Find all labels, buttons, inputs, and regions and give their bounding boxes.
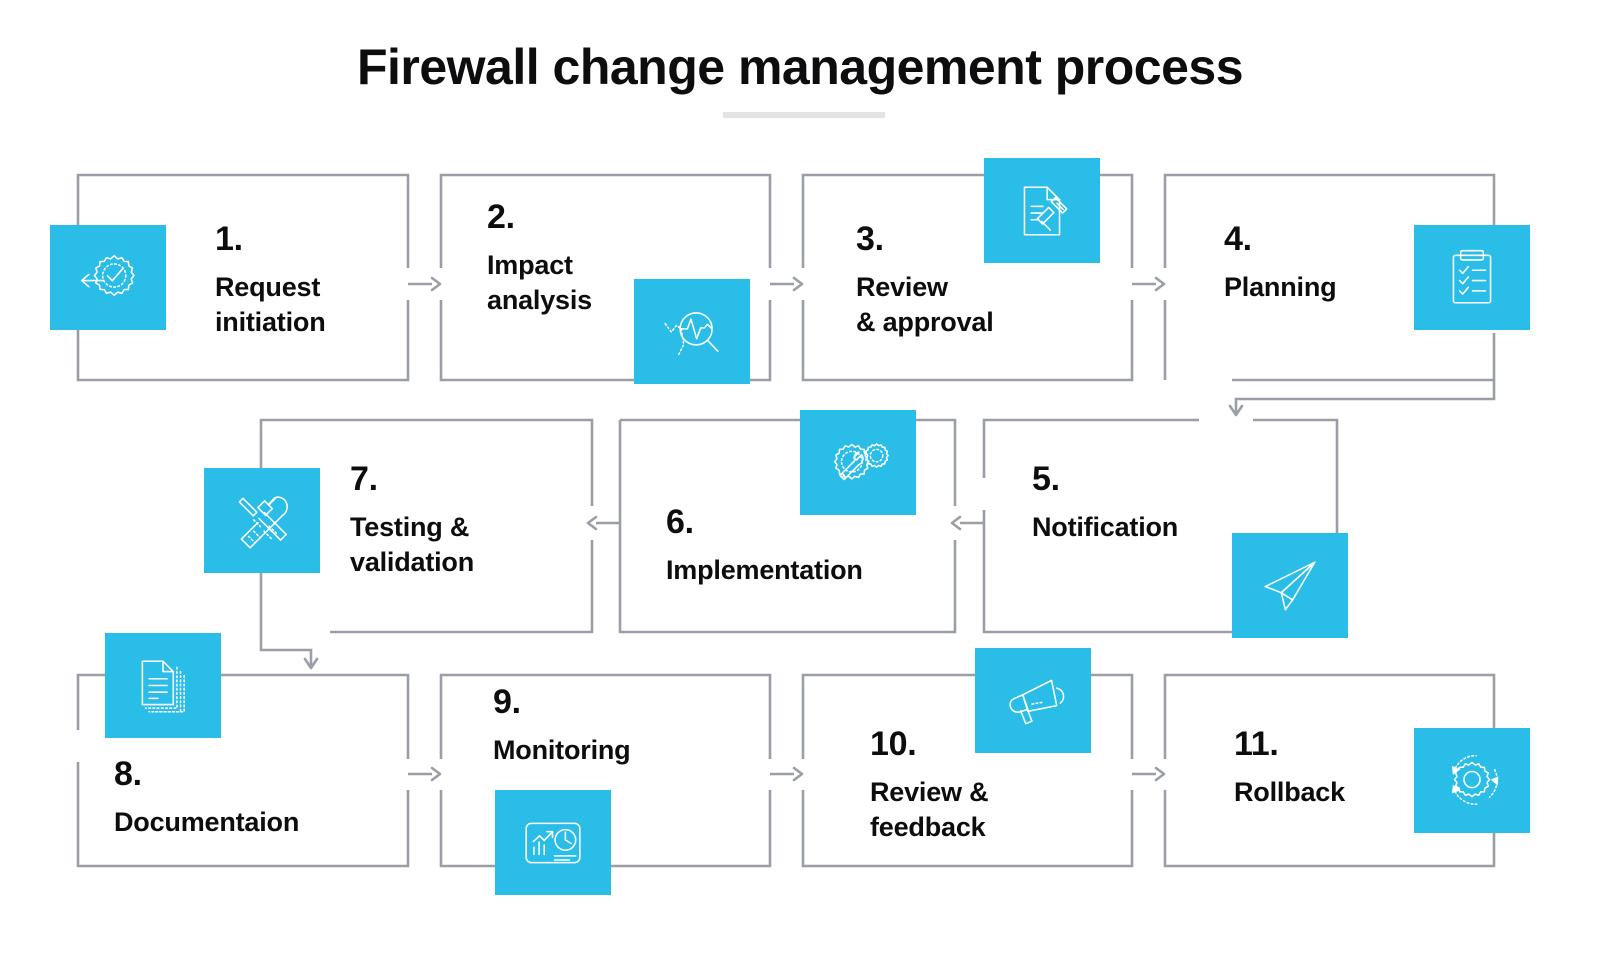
wrench-gears-glyph bbox=[825, 430, 891, 496]
step-8-number: 8. bbox=[114, 755, 142, 793]
step-11-text: 11. Rollback bbox=[1234, 727, 1345, 810]
chart-magnifier-glyph bbox=[659, 299, 725, 365]
step-2-text: 2. Impact analysis bbox=[487, 200, 592, 318]
rotating-gear-icon bbox=[1414, 728, 1530, 833]
step-2-label: Impact analysis bbox=[487, 250, 592, 316]
document-stack-icon bbox=[105, 633, 221, 738]
chart-magnifier-icon bbox=[634, 279, 750, 384]
screwdriver-wrench-icon bbox=[204, 468, 320, 573]
box-9-outline-b bbox=[611, 790, 772, 868]
step-5-number: 5. bbox=[1032, 460, 1060, 498]
box-8-outline-b bbox=[221, 673, 410, 759]
megaphone-glyph bbox=[1000, 668, 1066, 734]
arrow-4-to-5-head bbox=[1228, 404, 1244, 417]
step-6-text: 6. Implementation bbox=[666, 505, 863, 588]
box-9-outline-c bbox=[439, 790, 495, 868]
arrow-4-to-5-shaft bbox=[1234, 380, 1496, 414]
step-1-text: 1. Request initiation bbox=[215, 220, 326, 340]
arrow-1-to-2-head bbox=[430, 276, 442, 292]
step-10-text: 10. Review & feedback bbox=[870, 725, 989, 845]
box-2-outline-b bbox=[749, 300, 772, 382]
step-6-label: Implementation bbox=[666, 555, 863, 585]
box-3-outline-b bbox=[1096, 173, 1134, 268]
analytics-dashboard-glyph bbox=[520, 810, 586, 876]
megaphone-icon bbox=[975, 648, 1091, 753]
document-gavel-icon bbox=[984, 158, 1100, 263]
arrow-9-to-10-head bbox=[792, 766, 804, 782]
step-9-number: 9. bbox=[493, 683, 521, 721]
title-underline-rule bbox=[723, 112, 885, 118]
step-10-label: Review & feedback bbox=[870, 777, 989, 843]
arrow-5-to-6-head bbox=[950, 515, 962, 531]
arrow-6-to-7-head bbox=[586, 515, 598, 531]
page-title: Firewall change management process bbox=[356, 39, 1244, 95]
screwdriver-wrench-glyph bbox=[229, 488, 295, 554]
step-1-number: 1. bbox=[215, 220, 243, 258]
step-7-text: 7. Testing & validation bbox=[350, 462, 474, 580]
step-4-label: Planning bbox=[1224, 272, 1337, 302]
arrow-8-to-9-head bbox=[430, 766, 442, 782]
step-9-text: 9. Monitoring bbox=[493, 683, 631, 768]
step-8-text: 8. Documentaion bbox=[114, 757, 299, 840]
step-5-text: 5. Notification bbox=[1032, 462, 1178, 545]
step-10-number: 10. bbox=[870, 725, 917, 763]
step-3-number: 3. bbox=[856, 220, 884, 258]
step-3-text: 3. Review & approval bbox=[856, 222, 994, 340]
clipboard-checklist-glyph bbox=[1439, 245, 1505, 311]
arrow-2-to-3-head bbox=[792, 276, 804, 292]
arrow-7-to-8-head bbox=[303, 657, 319, 670]
rotating-gear-glyph bbox=[1451, 748, 1499, 814]
document-gavel-glyph bbox=[1009, 178, 1075, 244]
step-2-number: 2. bbox=[487, 198, 515, 236]
arrow-3-to-4-head bbox=[1154, 276, 1166, 292]
box-8-outline-a bbox=[76, 673, 105, 730]
step-8-label: Documentaion bbox=[114, 807, 300, 837]
arrow-7-to-8-shaft bbox=[259, 632, 313, 667]
step-7-number: 7. bbox=[350, 460, 378, 498]
step-7-label: Testing & validation bbox=[350, 512, 475, 578]
paper-plane-icon bbox=[1232, 533, 1348, 638]
step-11-label: Rollback bbox=[1234, 777, 1345, 807]
document-stack-glyph bbox=[130, 653, 196, 719]
paper-plane-glyph bbox=[1257, 553, 1323, 619]
gear-check-icon bbox=[50, 225, 166, 330]
box-4-outline-b bbox=[1232, 333, 1496, 382]
step-5-label: Notification bbox=[1032, 512, 1179, 542]
step-9-label: Monitoring bbox=[493, 735, 631, 765]
step-6-number: 6. bbox=[666, 503, 694, 541]
box-5-outline-b bbox=[1253, 418, 1339, 533]
box-6-outline-b bbox=[913, 418, 957, 506]
analytics-dashboard-icon bbox=[495, 790, 611, 895]
step-4-number: 4. bbox=[1224, 220, 1252, 258]
step-3-label: Review & approval bbox=[856, 272, 994, 338]
gear-check-glyph bbox=[75, 245, 141, 311]
box-10-outline-b bbox=[1089, 673, 1134, 759]
step-11-number: 11. bbox=[1234, 725, 1279, 763]
arrow-10-to-11-head bbox=[1154, 766, 1166, 782]
wrench-gears-icon bbox=[800, 410, 916, 515]
step-4-text: 4. Planning bbox=[1224, 220, 1337, 305]
clipboard-checklist-icon bbox=[1414, 225, 1530, 330]
step-1-label: Request initiation bbox=[215, 272, 326, 338]
